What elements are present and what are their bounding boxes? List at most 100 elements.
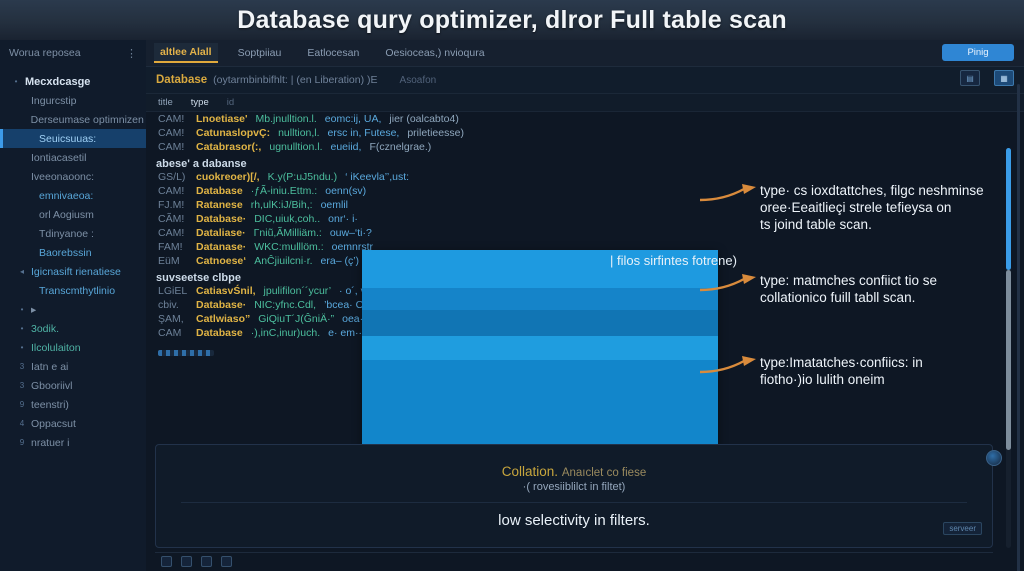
progress-minibar <box>158 350 214 356</box>
row-cell-pre: ŞAM, <box>158 313 184 325</box>
sidebar-item-label: Ingurcstip <box>31 94 77 107</box>
sidebar-item-3[interactable]: Seuicsuuas: <box>0 129 146 148</box>
tab-1[interactable]: Soptpiiau <box>237 47 282 59</box>
row-cell-pre: CAM! <box>158 113 185 125</box>
sidebar-item-2[interactable]: Derseumase optimnizen ▸ <box>0 110 146 129</box>
row-cell-pre: CAM! <box>158 141 185 153</box>
tab-2[interactable]: Eatlocesan <box>307 47 360 59</box>
row-cell-m1: Γniũ,ÃMilliäm.: <box>253 227 322 239</box>
sidebar-item-11[interactable]: Transcmthytlinio <box>0 281 146 300</box>
result-list[interactable]: title type id CAM!Lnoetiase'Mb.jnulltion… <box>146 94 1024 449</box>
sidebar-item-label: teenstri) <box>31 398 69 411</box>
row-cell-m1: NIC:yfnc.Cdl, <box>254 299 317 311</box>
column-header-title[interactable]: title <box>158 97 173 108</box>
tab-3[interactable]: Oesioceas,) nvioqura <box>385 47 485 59</box>
panel-splitter[interactable] <box>1017 84 1020 571</box>
column-header-id[interactable]: id <box>226 97 235 108</box>
sidebar-item-label: Iveeonaoonc: <box>31 170 95 183</box>
row-cell-m3: jier (oalcabto4) <box>389 113 459 125</box>
page-title: Database qury optimizer, dlror Full tabl… <box>237 5 787 34</box>
scrollbar-track-secondary[interactable] <box>1006 270 1011 450</box>
row-cell-m2: eomc:ij, UA, <box>324 113 382 125</box>
sidebar-item-bullet-icon: 9 <box>19 400 25 409</box>
row-cell-pre: CAM <box>158 327 182 339</box>
sidebar-menu-icon[interactable]: ⋮ <box>126 47 137 60</box>
table-icon[interactable]: ▦ <box>994 70 1014 86</box>
row-cell-m2: ‘ iKeevla’’,ust: <box>345 171 410 183</box>
primary-action-button[interactable]: Pinig <box>942 44 1014 61</box>
sidebar-item-7[interactable]: orl Aogiusm <box>0 205 146 224</box>
sidebar-item-14[interactable]: •Ilcolulaiton <box>0 338 146 357</box>
sidebar-item-bullet-icon: • <box>20 305 24 314</box>
sidebar-item-label: Iatn e ai <box>31 360 69 373</box>
table-row[interactable]: GS/L)cuokreoer)[/,K.y(P:uJ5ndu.)‘ iKeevl… <box>146 170 1024 184</box>
sidebar-item-13[interactable]: •3odik. <box>0 319 146 338</box>
row-cell-kw: Catlwiaso” <box>196 313 251 325</box>
server-tag-button[interactable]: serveer <box>943 522 982 535</box>
annotation-line: oree·Eeaitlieçi strele tefieysa on <box>760 200 952 215</box>
row-cell-pre: CAM! <box>158 127 185 139</box>
globe-icon[interactable] <box>986 450 1002 466</box>
grid-icon[interactable]: ▤ <box>960 70 980 86</box>
sidebar-item-4[interactable]: Iontiacasetil <box>0 148 146 167</box>
sidebar-item-17[interactable]: 9 teenstri) <box>0 395 146 414</box>
row-cell-m2: ersc in, Futese, <box>327 127 400 139</box>
row-cell-m1: DIC,uiuk,coh.. <box>254 213 321 225</box>
row-cell-m1: ·),inC,inur)uch. <box>250 327 321 339</box>
scrollbar-thumb[interactable] <box>1006 148 1011 270</box>
sidebar-item-12[interactable]: •▸ <box>0 300 146 319</box>
overlay-band-0 <box>362 250 718 288</box>
sidebar-item-6[interactable]: emnivaeoa: <box>0 186 146 205</box>
vertical-scrollbar[interactable] <box>1006 148 1011 548</box>
sidebar-item-label: Tdinyanoe : <box>39 227 94 240</box>
back-icon[interactable] <box>161 555 172 567</box>
tab-0[interactable]: altlee Alall <box>154 43 218 63</box>
selection-overlay[interactable] <box>362 250 718 449</box>
annotation-line: fiotho·)io lulith oneim <box>760 372 885 387</box>
breadcrumb-bar: Database (oytarmbinbifhlt: | (en Liberat… <box>146 67 1024 94</box>
sidebar-item-8[interactable]: Tdinyanoe : <box>0 224 146 243</box>
stop-icon[interactable] <box>221 555 232 567</box>
table-row[interactable]: CAM!Lnoetiase'Mb.jnulltion.l.eomc:ij, UA… <box>146 112 1024 126</box>
row-cell-m2: onr‘· i· <box>328 213 358 225</box>
breadcrumb-root[interactable]: Database <box>156 74 208 86</box>
table-row[interactable]: CAM!Database·ƒÃ-iniu.Ettm.:oenn(sv) <box>146 184 1024 198</box>
row-cell-m2: ouw–‘ti·? <box>329 227 372 239</box>
sidebar-item-9[interactable]: Baorebssin <box>0 243 146 262</box>
row-cell-m1: jpulifilon´´ycur’ <box>263 285 332 297</box>
row-cell-m1: AnĈjiuilcni·r. <box>254 255 313 267</box>
play-icon[interactable] <box>201 555 212 567</box>
row-cell-pre: CAM! <box>158 185 185 197</box>
detail-line-1: Collation. Anaıclet co fiese <box>502 464 646 479</box>
row-cell-pre: cbiv. <box>158 299 179 311</box>
column-header-type[interactable]: type <box>190 97 209 108</box>
row-cell-pre: FJ.M! <box>158 199 185 211</box>
table-row[interactable]: CAM!Dataliase·Γniũ,ÃMilliäm.:ouw–‘ti·? <box>146 226 1024 240</box>
annotation-line: type· cs ioxdtattches, filɡc neshminse <box>760 183 984 198</box>
sidebar-item-5[interactable]: Iveeonaoonc: <box>0 167 146 186</box>
refresh-icon[interactable] <box>181 555 192 567</box>
sidebar-item-label: Igicnasift rienatiese <box>31 265 121 278</box>
sidebar-item-bullet-icon: 4 <box>19 419 25 428</box>
table-row[interactable]: CAM!Catabrasor(:,ugnulltion.l.eueiid,F(c… <box>146 140 1024 154</box>
table-row[interactable]: CAM!CatunaslopvÇ:nulltion,l.ersc in, Fut… <box>146 126 1024 140</box>
main-panel: altlee Alall Soptpiiau Eatlocesan Oesioceas… <box>146 40 1024 571</box>
row-cell-m1: K.y(P:uJ5ndu.) <box>267 171 338 183</box>
sidebar-item-1[interactable]: Ingurcstip <box>0 91 146 110</box>
sidebar-item-10[interactable]: ◂Igicnasift rienatiese <box>0 262 146 281</box>
sidebar-item-0[interactable]: •Mecxdcasge <box>0 72 146 91</box>
detail-divider <box>181 501 967 503</box>
table-row[interactable]: CÃM!Database·DIC,uiuk,coh..onr‘· i· <box>146 212 1024 226</box>
annotation-arrow-1 <box>699 274 756 292</box>
sidebar-item-label: Ilcolulaiton <box>31 341 81 354</box>
annotation-line: type: matmches confiict tio se <box>760 273 938 288</box>
overlay-band-1 <box>362 288 718 310</box>
